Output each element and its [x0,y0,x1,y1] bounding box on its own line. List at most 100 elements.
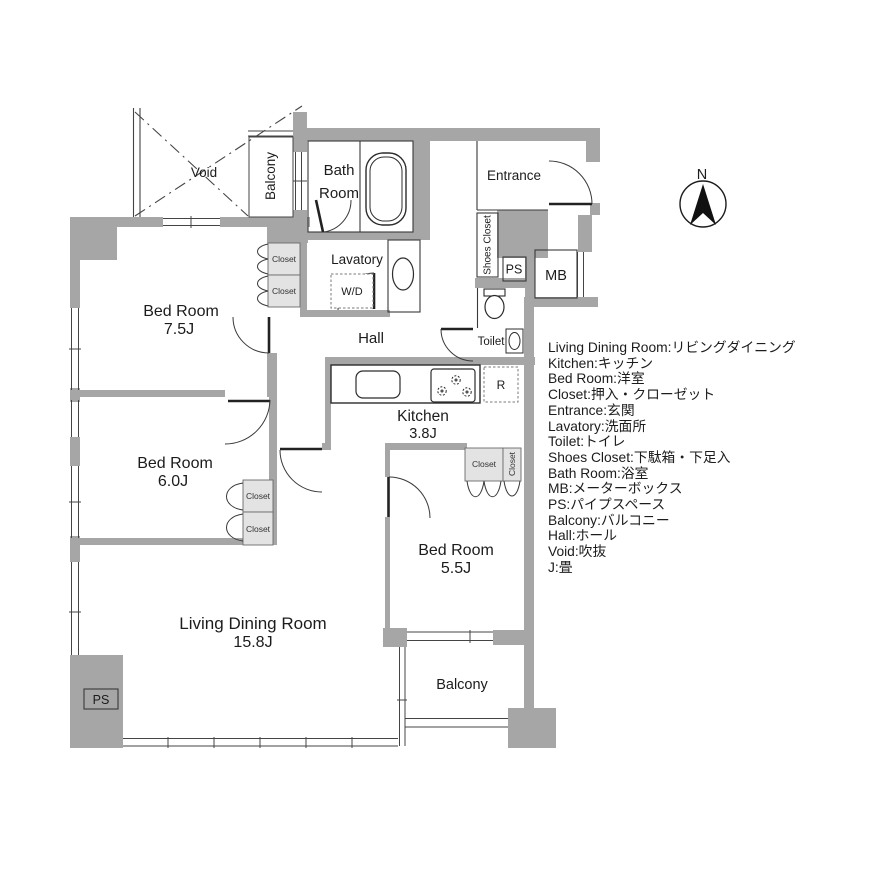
wall-segment [269,390,277,545]
wall-segment [385,450,390,477]
closet-door-arc [483,480,502,498]
wall-segment [300,232,430,240]
wall-segment [220,217,310,227]
stove [430,368,476,403]
wall-segment [80,390,225,397]
room-label-kitchen: Kitchen [397,408,449,425]
legend-line: PS:パイプスペース [548,497,665,512]
burner-icon [451,375,461,385]
closet-box [267,242,301,276]
wall-segment [385,517,390,630]
entrance-door-arc [548,160,593,205]
room-area-kitchen: 3.8J [409,426,436,442]
closet-door-arc [503,480,521,497]
wall-segment [383,628,407,647]
wall-segment [325,362,331,450]
appliance-boxes [330,273,519,403]
closet-box [502,447,522,482]
lavatory-sink [391,257,415,291]
bed1-door-arc [232,316,270,354]
closet-door-arc [257,243,269,275]
closet-label: Closet [272,254,297,264]
closet-door-arc [257,275,269,307]
wall-segment [413,141,430,232]
burner-dot [440,389,444,393]
legend-line: Toilet:トイレ [548,434,625,449]
legend-line: Balcony:バルコニー [548,513,670,528]
wall-segment [70,388,80,402]
kitchen-sink [355,370,401,399]
room-label-hall: Hall [358,330,384,347]
room-area-bed2: 6.0J [158,473,188,490]
lavatory-sink-counter [387,239,421,313]
legend: Living Dining Room:リビングダイニング Kitchen:キッチ… [548,340,796,575]
legend-line: Closet:押入・クローゼット [548,387,715,402]
wall-segment [590,203,600,215]
north-arrow-icon [690,184,716,225]
balcony-top-outline [248,136,294,218]
closet-box [242,511,274,546]
ps-label-bottom: PS [93,693,110,707]
wall-segment [293,210,307,218]
legend-line: Hall:ホール [548,528,617,543]
room-label-bed2: Bed Room [137,455,213,472]
wall-segment [525,240,535,298]
wall-segment [497,210,548,258]
bed2-door-arc [224,399,271,445]
burner-icon [437,386,447,396]
walls [70,112,600,748]
legend-line: J:畳 [548,560,573,575]
room-label-balcony-top: Balcony [263,152,278,200]
legend-line: Bed Room:洋室 [548,370,645,386]
closet-doors [226,243,521,542]
burner-icon [462,387,472,397]
shoes-closet-box [476,212,499,278]
void-diagonal [134,111,249,217]
bathtub-inner [369,156,403,222]
ldk-door-arc [279,449,323,493]
burner-dot [465,390,469,394]
shoes-closet-label: Shoes Closet [483,215,494,275]
stove-burners [437,375,472,397]
closet-box [464,447,504,482]
legend-line: Lavatory:洗面所 [548,419,646,434]
wall-segment [70,536,80,562]
closet-door-arc [226,482,244,511]
wall-segment [385,443,467,450]
wall-segment [307,128,600,141]
room-label-balcony-bottom: Balcony [436,677,488,693]
wall-segment [524,297,598,307]
compass-circle [679,180,727,228]
mb-box [534,249,578,299]
room-label-toilet: Toilet [478,336,506,348]
wall-segment [578,215,592,252]
mb-label: MB [545,268,567,284]
room-label-entrance: Entrance [487,168,541,183]
wall-segment [300,310,390,317]
closet-label: Closet [246,491,271,501]
wall-segment [70,217,163,227]
wall-segment [70,437,80,466]
wall-segment [322,443,331,450]
legend-line: Living Dining Room:リビングダイニング [548,340,796,355]
wall-segment [524,645,534,708]
ps-box-bottom [83,688,119,710]
bath-door-leaf [314,199,325,233]
legend-line: Bath Room:浴室 [548,465,649,481]
legend-line: Kitchen:キッチン [548,356,653,371]
room-area-bed1: 7.5J [164,321,194,338]
wall-segment [524,307,534,645]
room-label-lavatory: Lavatory [331,252,383,267]
closet-label: Closet [246,524,271,534]
room-label-ldk: Living Dining Room [179,614,326,633]
room-label-void: Void [191,165,217,180]
closet-label: Closet [472,459,497,469]
legend-line: MB:メーターボックス [548,481,683,496]
room-area-ldk: 15.8J [233,634,272,651]
wd-box [330,273,374,309]
toilet-bowl [484,294,505,320]
void-diagonal [134,105,303,217]
room-outlines [83,140,578,710]
void-area [132,105,303,217]
closet-box [267,274,301,308]
